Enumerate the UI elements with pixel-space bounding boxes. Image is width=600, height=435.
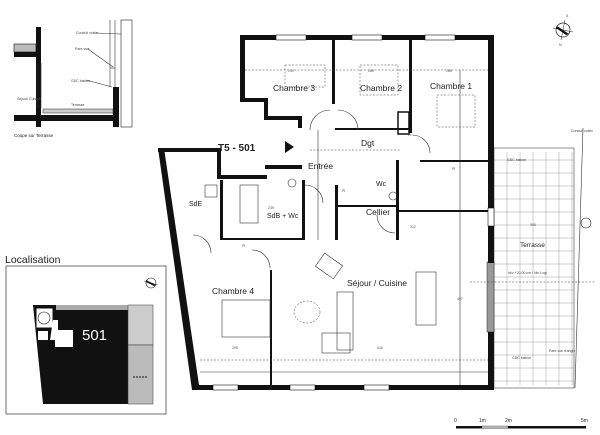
room-cellier: Cellier <box>366 207 390 217</box>
room-chambre-4: Chambre 4 <box>212 286 254 296</box>
dimension-label: 255 <box>232 346 238 350</box>
scale-tick-5m: 5m <box>581 418 588 424</box>
section-conduit-label: Conduit voisin <box>76 31 98 35</box>
dimension-label: 312 <box>410 225 416 229</box>
gdc-balcon-top: GDC balcon <box>507 158 526 162</box>
room-chambre-2: Chambre 2 <box>360 83 402 93</box>
dimension-label: 407 <box>457 297 463 301</box>
room-chambre-3: Chambre 3 <box>273 83 315 93</box>
scale-tick-1m: 1m <box>479 418 486 424</box>
entrance-arrow-icon <box>285 141 294 153</box>
localisation-unit-number: 501 <box>82 327 107 344</box>
placard-label: Pl <box>452 167 455 171</box>
walls <box>158 34 495 391</box>
dimension-label: 239 <box>268 206 274 210</box>
room-terrasse: Terrasse <box>520 242 545 249</box>
dimension-label: 616 <box>377 346 383 350</box>
terrace-window <box>486 261 495 333</box>
section-interior-label: Séjour/ Cuisine <box>17 97 41 101</box>
room-entree: Entrée <box>308 161 333 171</box>
conduit-voisin-label: Conduit voisin <box>571 129 593 133</box>
terrace: Terrasse GDC balcon GDC balcon Pare vue … <box>470 127 596 389</box>
localisation-map: 501 <box>5 265 167 415</box>
section-pare-vue-label: Pare-vue <box>75 47 89 51</box>
room-sde: SdE <box>189 201 203 208</box>
dimension-label: 305 <box>530 223 536 227</box>
compass-south-label: S <box>566 14 569 18</box>
scale-tick-0: 0 <box>454 418 457 424</box>
scale-bar: 0 1m 2m 5m <box>454 418 588 429</box>
section-terrace-label: Terrasse <box>71 103 84 107</box>
furniture <box>204 64 476 354</box>
dimension-label: 239 <box>288 69 294 73</box>
section-gdc-label: GDC balcon <box>71 79 90 83</box>
room-dgt: Dgt <box>361 138 375 148</box>
placard-label: Pl <box>242 244 245 248</box>
compass-north-label: N <box>559 43 562 47</box>
compass-icon: S N <box>552 14 574 47</box>
unit-label: T5 - 501 <box>218 143 256 154</box>
terrace-marker-icon <box>580 217 592 229</box>
level-label: ht/v +20.00 cm / Niv Logt <box>508 271 547 275</box>
pare-vue-label: Pare vue d'angle <box>549 349 575 353</box>
dimension-label: 285 <box>446 69 452 73</box>
room-wc: Wc <box>376 181 387 188</box>
localisation-compass-icon <box>143 277 159 289</box>
localisation-title: Localisation <box>5 254 61 266</box>
gdc-balcon-bottom: GDC balcon <box>512 356 531 360</box>
room-sejour-cuisine: Séjour / Cuisine <box>347 278 407 288</box>
scale-tick-2m: 2m <box>505 418 512 424</box>
section-title: Coupe sur Terrasse <box>14 133 54 138</box>
placard-label: Pl <box>342 189 345 193</box>
placard-label: Pl <box>408 133 411 137</box>
doors <box>192 109 431 269</box>
room-sdb-wc: SdB + Wc <box>267 213 299 220</box>
room-chambre-1: Chambre 1 <box>430 81 472 91</box>
dimension-label: 289 <box>368 69 374 73</box>
section-detail: Conduit voisin Pare-vue GDC balcon Séjou… <box>13 19 133 138</box>
